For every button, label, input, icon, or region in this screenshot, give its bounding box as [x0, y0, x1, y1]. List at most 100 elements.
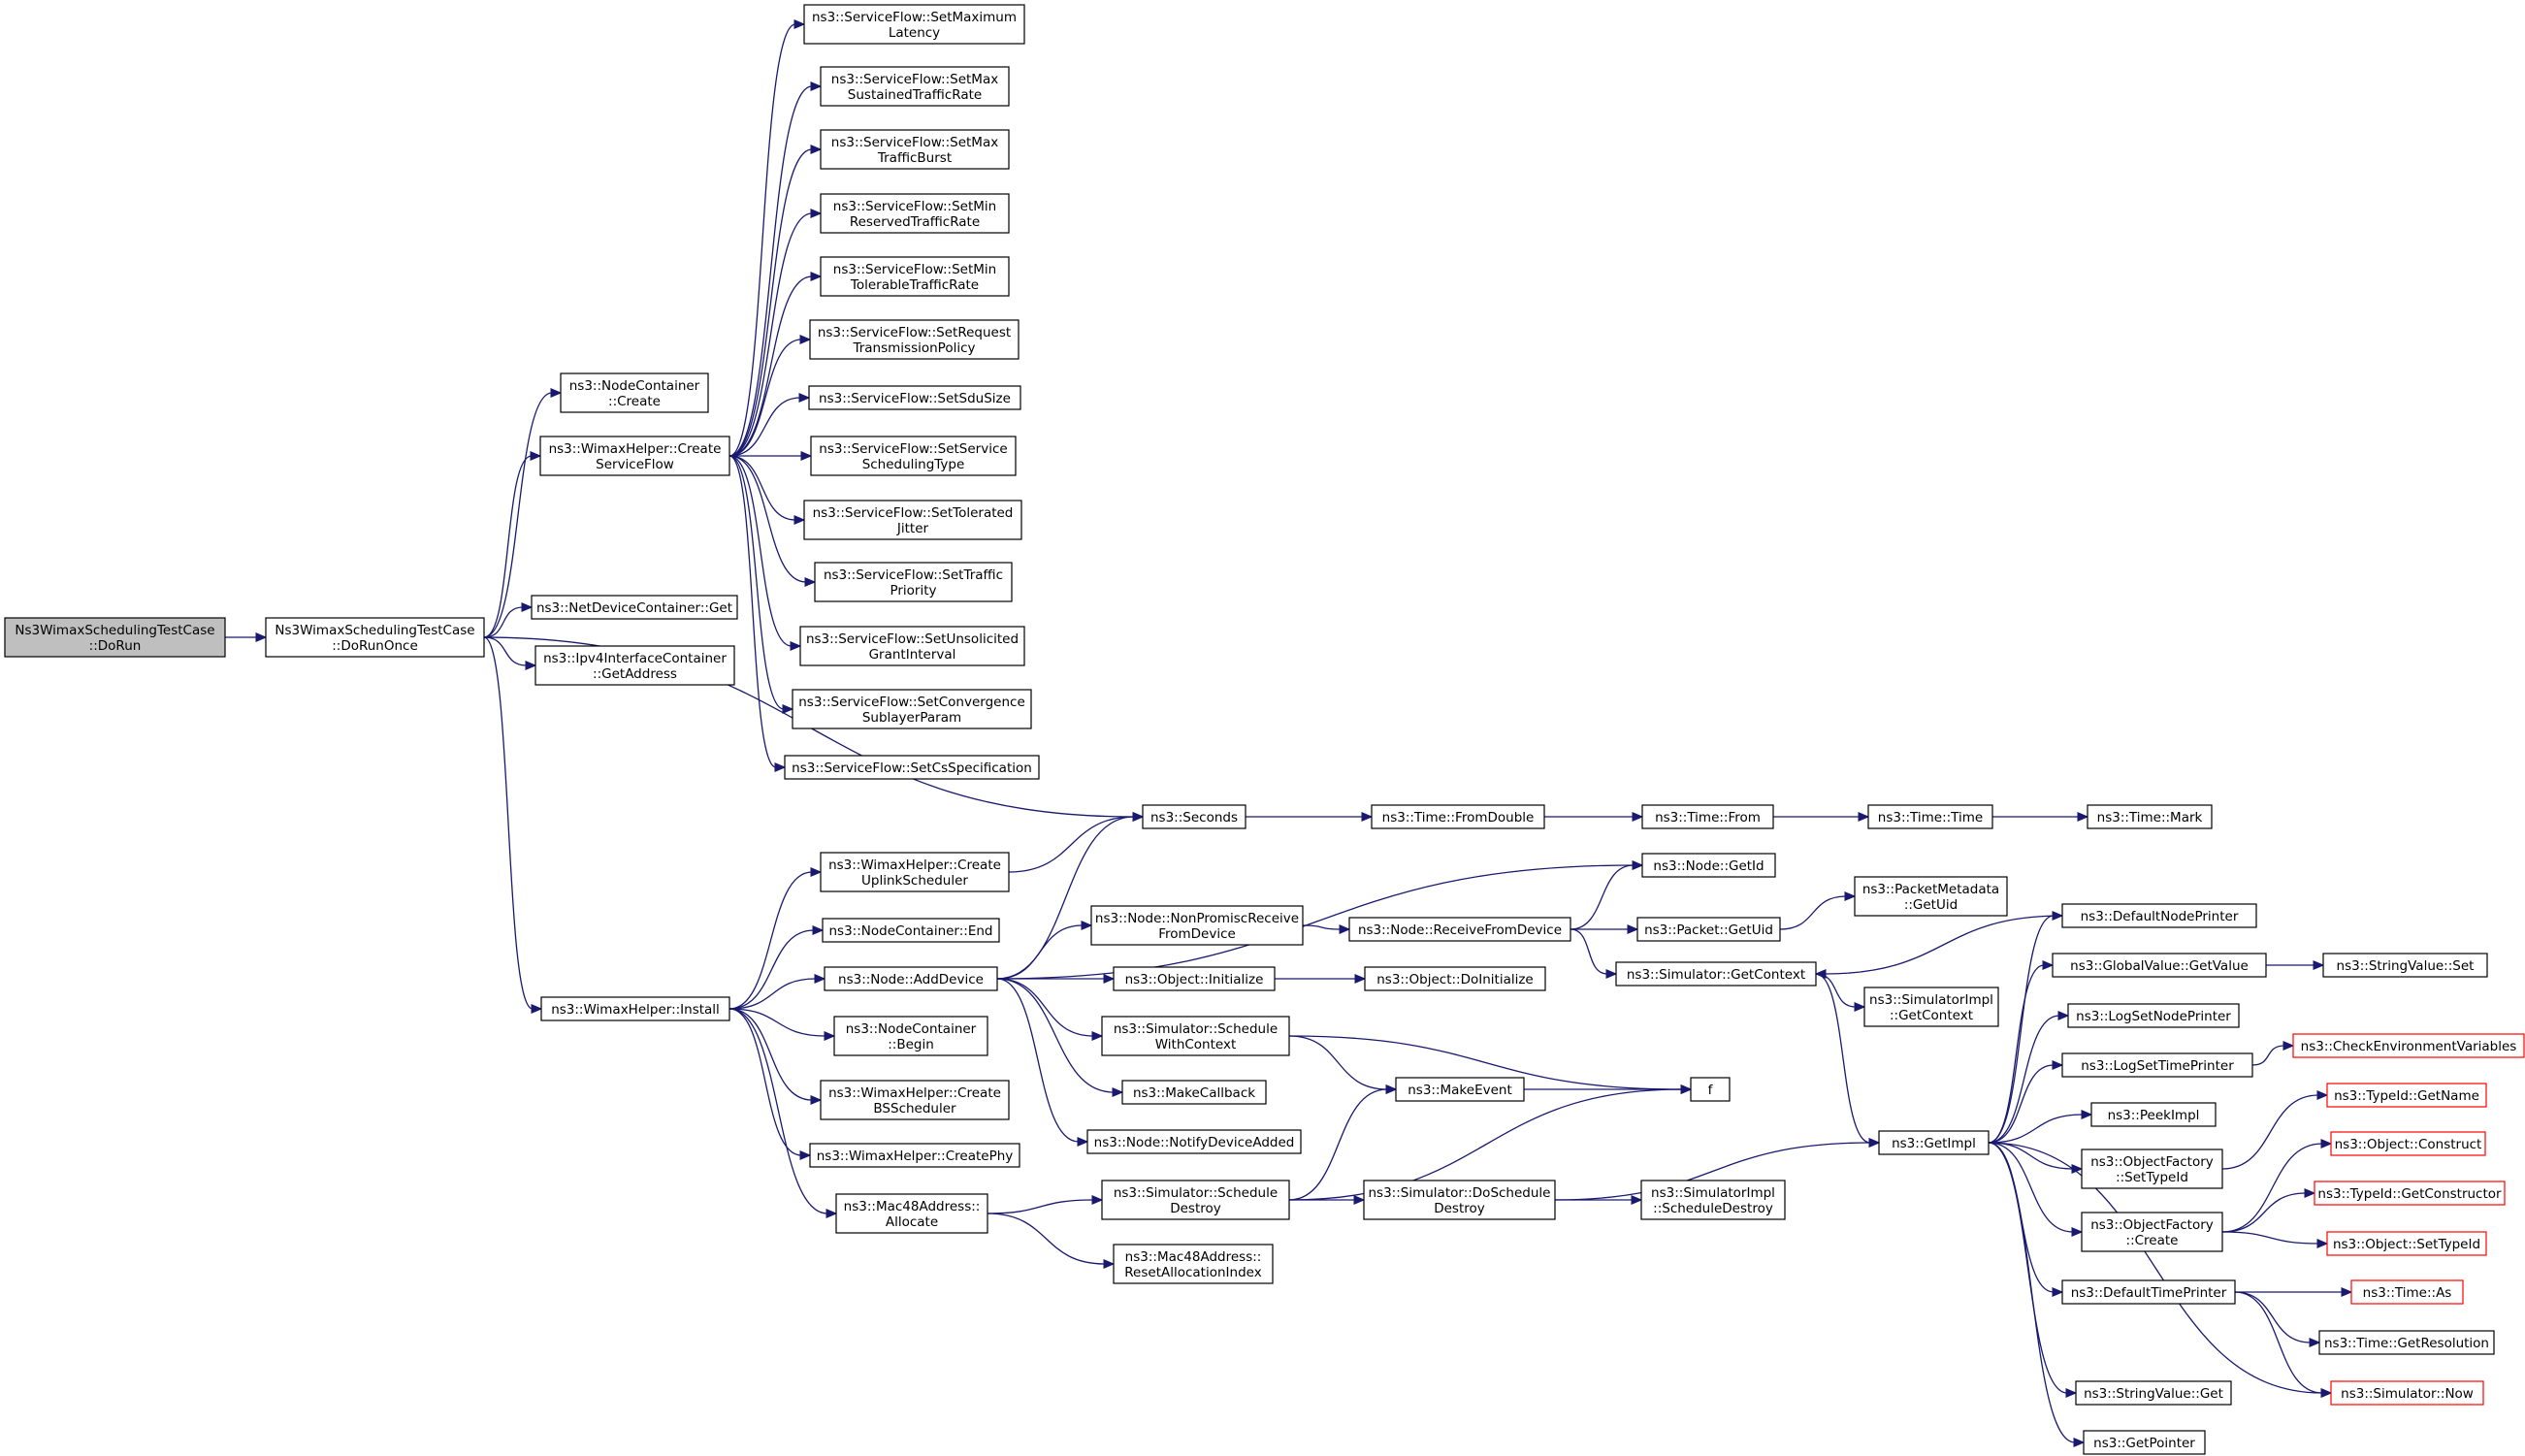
edge-wCreateSF-to-sfUnsol [728, 455, 802, 651]
node-tidGetName[interactable]: ns3::TypeId::GetName [2326, 1083, 2487, 1108]
node-label: ns3::ServiceFlow::SetMaximum [812, 10, 1017, 25]
node-sfSched[interactable]: ns3::ServiceFlow::SetServiceSchedulingTy… [810, 436, 1017, 476]
edge-nodeNonProm-to-nodeRecv [1302, 924, 1351, 934]
node-sfMinTol[interactable]: ns3::ServiceFlow::SetMinTolerableTraffic… [820, 256, 1010, 297]
node-label: ns3::ServiceFlow::SetSduSize [819, 391, 1011, 406]
node-ndcGet[interactable]: ns3::NetDeviceContainer::Get [531, 595, 738, 620]
node-box [2061, 1052, 2253, 1078]
node-objConstruct[interactable]: ns3::Object::Construct [2330, 1131, 2486, 1156]
node-sfConv[interactable]: ns3::ServiceFlow::SetConvergenceSublayer… [792, 689, 1032, 729]
node-gvGetValue[interactable]: ns3::GlobalValue::GetValue [2052, 953, 2267, 978]
node-strGet[interactable]: ns3::StringValue::Get [2075, 1380, 2232, 1406]
node-box [2314, 1181, 2506, 1206]
node-objSetTid[interactable]: ns3::Object::SetTypeId [2326, 1231, 2487, 1256]
edge-getImpl-to-ofCreate [1988, 1142, 2084, 1237]
node-label: ns3::ServiceFlow::SetMax [831, 135, 998, 150]
node-defNodePrinter[interactable]: ns3::DefaultNodePrinter [2061, 903, 2257, 928]
node-makeEvent[interactable]: ns3::MakeEvent [1395, 1077, 1525, 1102]
node-timeMark[interactable]: ns3::Time::Mark [2087, 804, 2213, 829]
node-f[interactable]: f [1690, 1077, 1731, 1102]
node-ncCreate[interactable]: ns3::NodeContainer::Create [560, 372, 709, 413]
node-macAlloc[interactable]: ns3::Mac48Address::Allocate [835, 1193, 988, 1234]
node-box [2081, 1212, 2223, 1252]
node-timeFrom[interactable]: ns3::Time::From [1641, 804, 1774, 829]
node-simGetCtx[interactable]: ns3::Simulator::GetContext [1615, 961, 1817, 987]
node-checkEnv[interactable]: ns3::CheckEnvironmentVariables [2292, 1033, 2525, 1058]
node-label: ns3::NodeContainer [846, 1021, 977, 1037]
node-timeTime[interactable]: ns3::Time::Time [1867, 804, 1993, 829]
node-nodeAddDev[interactable]: ns3::Node::AddDevice [824, 966, 998, 991]
node-timeAs[interactable]: ns3::Time::As [2350, 1279, 2464, 1305]
node-whInstall[interactable]: ns3::WimaxHelper::Install [540, 996, 730, 1021]
node-logSetNode[interactable]: ns3::LogSetNodePrinter [2067, 1003, 2240, 1028]
node-objInit[interactable]: ns3::Object::Initialize [1113, 966, 1276, 991]
node-sfMaxSust[interactable]: ns3::ServiceFlow::SetMaxSustainedTraffic… [820, 66, 1010, 107]
node-tidGetCtor[interactable]: ns3::TypeId::GetConstructor [2314, 1181, 2506, 1206]
node-ofSetTid[interactable]: ns3::ObjectFactory::SetTypeId [2081, 1149, 2223, 1189]
node-getPointer[interactable]: ns3::GetPointer [2083, 1430, 2206, 1455]
node-makeCb[interactable]: ns3::MakeCallback [1121, 1080, 1267, 1105]
node-nodeGetId[interactable]: ns3::Node::GetId [1641, 853, 1776, 878]
node-dorun[interactable]: Ns3WimaxSchedulingTestCase::DoRun [4, 617, 226, 658]
node-implSchedDes[interactable]: ns3::SimulatorImpl::ScheduleDestroy [1640, 1180, 1786, 1220]
node-ofCreate[interactable]: ns3::ObjectFactory::Create [2081, 1212, 2223, 1252]
node-ncBegin[interactable]: ns3::NodeContainer::Begin [833, 1016, 988, 1056]
node-label: ns3::Time::FromDouble [1382, 810, 1535, 825]
edge-objInit-to-objDoInit [1274, 974, 1367, 984]
edge-pktUid-to-pmUid [1779, 891, 1857, 930]
node-defTimePrinter[interactable]: ns3::DefaultTimePrinter [2061, 1279, 2236, 1305]
node-pktUid[interactable]: ns3::Packet::GetUid [1636, 917, 1781, 942]
node-getImpl[interactable]: ns3::GetImpl [1878, 1130, 1990, 1155]
node-sfSdu[interactable]: ns3::ServiceFlow::SetSduSize [808, 385, 1021, 410]
node-box [833, 1016, 988, 1056]
node-box [1863, 987, 1999, 1027]
node-box [531, 595, 738, 620]
node-ipv4Get[interactable]: ns3::Ipv4InterfaceContainer::GetAddress [534, 645, 735, 686]
node-label: ns3::ServiceFlow::SetRequest [818, 325, 1011, 340]
node-doruno[interactable]: Ns3WimaxSchedulingTestCase::DoRunOnce [265, 617, 485, 658]
node-box [809, 1143, 1020, 1168]
node-timeGetRes[interactable]: ns3::Time::GetResolution [2318, 1330, 2495, 1355]
node-label: SustainedTrafficRate [848, 87, 982, 103]
edge-wCreateSF-to-sfTrafPri [728, 455, 817, 587]
node-label: ns3::ServiceFlow::SetTolerated [813, 505, 1014, 521]
node-simSchedDes[interactable]: ns3::Simulator::ScheduleDestroy [1101, 1180, 1290, 1220]
node-sfReqTx[interactable]: ns3::ServiceFlow::SetRequestTransmission… [809, 319, 1020, 360]
node-notifyDev[interactable]: ns3::Node::NotifyDeviceAdded [1086, 1129, 1302, 1154]
edge-ofCreate-to-objSetTid [2221, 1231, 2329, 1248]
node-logSetTime[interactable]: ns3::LogSetTimePrinter [2061, 1052, 2253, 1078]
node-sfUnsol[interactable]: ns3::ServiceFlow::SetUnsolicitedGrantInt… [799, 626, 1025, 666]
node-pmUid[interactable]: ns3::PacketMetadata::GetUid [1854, 876, 2008, 917]
node-peekImpl[interactable]: ns3::PeekImpl [2090, 1102, 2217, 1127]
node-box [2087, 804, 2213, 829]
node-objDoInit[interactable]: ns3::Object::DoInitialize [1364, 966, 1546, 991]
node-macReset[interactable]: ns3::Mac48Address::ResetAllocationIndex [1113, 1244, 1274, 1284]
node-box [820, 256, 1010, 297]
node-label: ns3::ServiceFlow::SetTraffic [824, 567, 1003, 583]
node-label: ns3::Time::GetResolution [2324, 1336, 2489, 1351]
node-simNow[interactable]: ns3::Simulator::Now [2330, 1380, 2484, 1406]
node-implGetCtx[interactable]: ns3::SimulatorImpl::GetContext [1863, 987, 1999, 1027]
node-sfCs[interactable]: ns3::ServiceFlow::SetCsSpecification [784, 755, 1040, 780]
node-label: ns3::Simulator::Now [2341, 1386, 2474, 1402]
node-whPhy[interactable]: ns3::WimaxHelper::CreatePhy [809, 1143, 1020, 1168]
node-fromDouble[interactable]: ns3::Time::FromDouble [1371, 804, 1545, 829]
node-nodeRecv[interactable]: ns3::Node::ReceiveFromDevice [1348, 917, 1571, 942]
node-label: ns3::TypeId::GetName [2334, 1088, 2479, 1104]
node-strSet[interactable]: ns3::StringValue::Set [2322, 953, 2488, 978]
node-sfMinRes[interactable]: ns3::ServiceFlow::SetMinReservedTrafficR… [820, 193, 1010, 234]
node-ncEnd[interactable]: ns3::NodeContainer::End [822, 918, 1000, 943]
node-label: ::SetTypeId [2116, 1170, 2188, 1185]
node-seconds[interactable]: ns3::Seconds [1142, 804, 1246, 829]
node-label: SublayerParam [862, 710, 961, 726]
